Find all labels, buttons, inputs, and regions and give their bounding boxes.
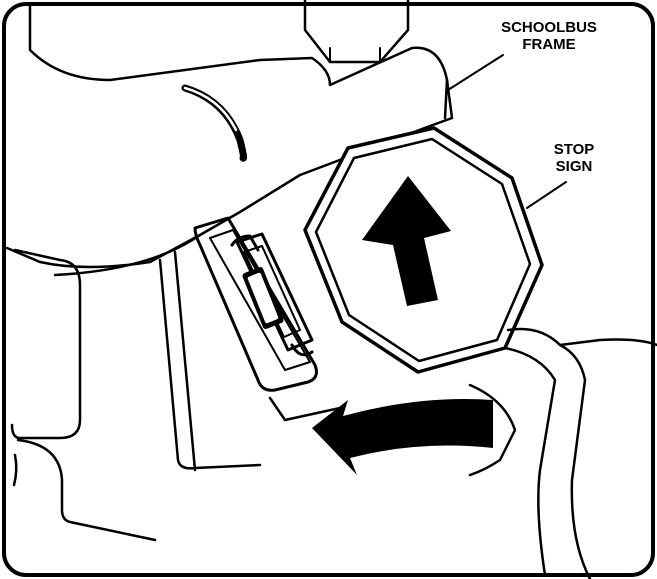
arrow-up-icon [362, 176, 451, 306]
lower-housing [468, 327, 657, 579]
stop-sign-label: STOP SIGN [548, 141, 600, 175]
mounting-post [303, 0, 410, 64]
stop-sign-label-line2: SIGN [555, 158, 593, 175]
schoolbus-frame-label-line2: FRAME [522, 36, 576, 53]
schoolbus-frame-label-line1: SCHOOLBUS [501, 19, 597, 36]
schoolbus-frame [5, 3, 454, 542]
stop-sign-label-line1: STOP [553, 141, 595, 158]
hinge-bracket [193, 216, 342, 422]
schoolbus-frame-label: SCHOOLBUS FRAME [491, 19, 607, 53]
frame-leader-line [447, 54, 504, 91]
curved-arrow-left-icon [312, 399, 493, 475]
stop-sign [303, 126, 544, 374]
stop-sign-leader-line [526, 181, 567, 209]
